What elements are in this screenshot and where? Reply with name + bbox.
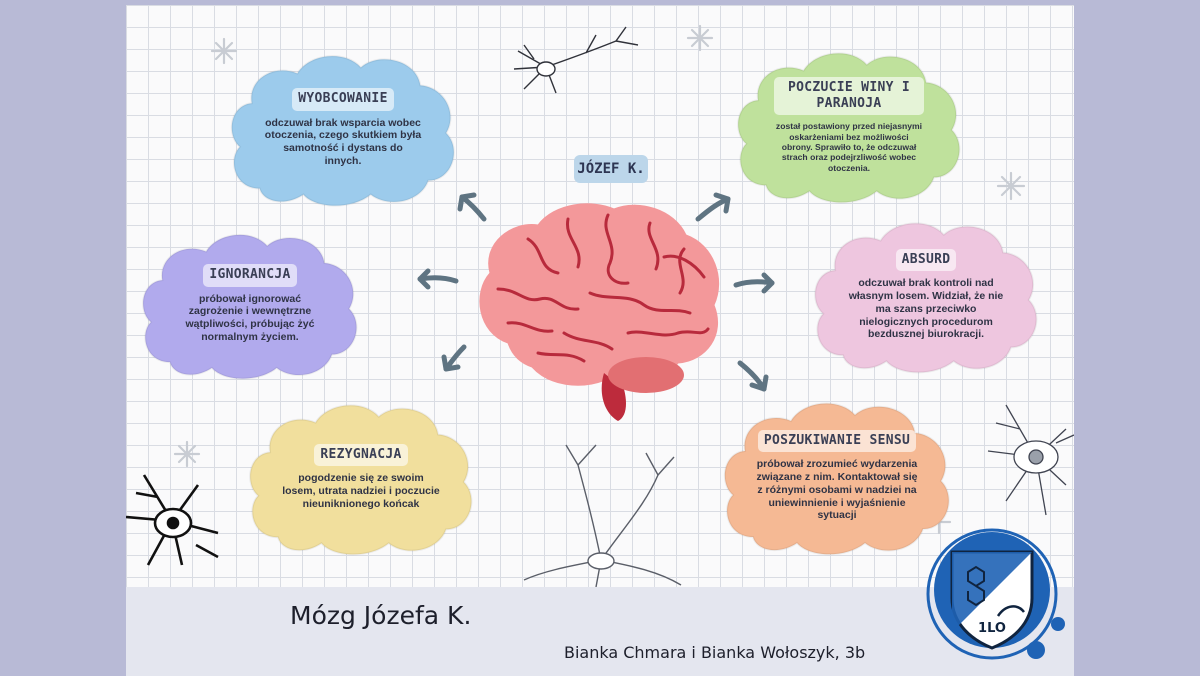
cloud-description: został postawiony przed niejasnymi oskar… (775, 121, 923, 173)
center-title: JÓZEF K. (574, 155, 648, 183)
cloud-label: REZYGNACJA (314, 443, 408, 466)
cloud-label: POSZUKIWANIE SENSU (757, 429, 917, 453)
wave-icon (996, 605, 1025, 617)
cloud-shape (142, 233, 358, 380)
page-title: Mózg Józefa K. (290, 601, 472, 630)
school-logo: 1LO (926, 528, 1065, 660)
mind-map-slide: JÓZEF K. WYOBCOWANIE odczuwał brak wspar… (126, 5, 1074, 676)
neuron-icon (513, 26, 639, 94)
cloud-label: ABSURD (895, 248, 957, 272)
logo-dot (1051, 617, 1065, 631)
neuron-icon (126, 474, 219, 566)
footer-bar: Mózg Józefa K. Bianka Chmara i Bianka Wo… (126, 587, 1074, 676)
cloud-rezygnacja: REZYGNACJA pogodzenie się ze swoim losem… (242, 393, 480, 561)
cloud-shape (814, 222, 1038, 374)
cloud-label: IGNORANCJA (203, 264, 297, 287)
molecule-icon (967, 565, 985, 607)
neuron-icon (987, 404, 1074, 516)
cloud-description: odczuwał brak wsparcia wobec otoczenia, … (264, 116, 422, 167)
cloud-label: WYOBCOWANIE (292, 88, 394, 111)
logo-dot (1027, 641, 1045, 659)
cloud-description: próbował ignorować zagrożenie i wewnętrz… (185, 292, 315, 343)
cloud-poszukiwanie-sensu: POSZUKIWANIE SENSU próbował zrozumieć wy… (716, 391, 958, 561)
cloud-label: POCZUCIE WINY I PARANOJA (774, 76, 924, 116)
neuron-icon (523, 444, 682, 588)
cloud-wyobcowanie: WYOBCOWANIE odczuwał brak wsparcia wobec… (224, 43, 462, 213)
cloud-poczucie-winy: POCZUCIE WINY I PARANOJA został postawio… (730, 41, 968, 209)
brain-stem (601, 373, 626, 421)
cloud-shape (230, 55, 455, 207)
cloud-description: próbował zrozumieć wydarzenia związane z… (756, 458, 918, 522)
cloud-description: pogodzenie się ze swoim losem, utrata na… (282, 471, 440, 510)
shield-half (952, 552, 1032, 632)
brain-illustration (479, 203, 720, 421)
brain-cerebellum (608, 357, 684, 393)
logo-ring (926, 528, 1058, 660)
cloud-absurd: ABSURD odczuwał brak kontroli nad własny… (806, 211, 1046, 379)
cloud-ignorancja: IGNORANCJA próbował ignorować zagrożenie… (134, 223, 366, 385)
cloud-description: odczuwał brak kontroli nad własnym losem… (848, 277, 1004, 341)
authors-credit: Bianka Chmara i Bianka Wołoszyk, 3b (564, 643, 866, 662)
brain-folds (496, 213, 710, 363)
cloud-shape (249, 404, 473, 556)
logo-text: 1LO (978, 621, 1006, 636)
